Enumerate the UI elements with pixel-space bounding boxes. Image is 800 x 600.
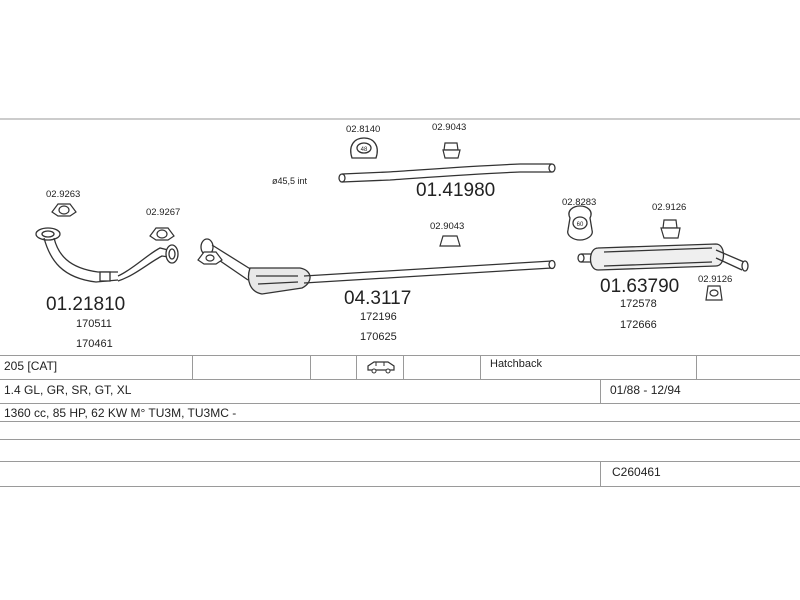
part-label-02-9267: 02.9267 [146, 207, 180, 218]
part-label-02-8140: 02.8140 [346, 124, 380, 135]
part-label-04-3117: 04.3117 [344, 288, 411, 309]
part-label-01-41980: 01.41980 [416, 180, 495, 201]
part-label-172578: 172578 [620, 298, 657, 310]
table-row: C260461 [0, 461, 800, 487]
part-label-02-9263: 02.9263 [46, 189, 80, 200]
hanger-02-9126-top [660, 219, 681, 239]
table-row [0, 421, 800, 440]
hanger-02-9043-mid [439, 235, 461, 247]
table-row: 1360 cc, 85 HP, 62 KW M° TU3M, TU3MC - [0, 403, 800, 422]
part-label-172666: 172666 [620, 319, 657, 331]
part-label-170511: 170511 [76, 318, 112, 330]
car-icon [366, 360, 396, 377]
part-label-02-9043-top: 02.9043 [432, 122, 466, 133]
part-label-02-9126-top: 02.9126 [652, 202, 686, 213]
part-label-170461: 170461 [76, 338, 113, 350]
part-label-02-9126-bottom: 02.9126 [698, 274, 732, 285]
clamp-02-8283 [567, 205, 593, 241]
mounting-rubber-02-8140 [350, 137, 378, 159]
part-label-01-63790: 01.63790 [600, 276, 679, 297]
versions-cell: 1.4 GL, GR, SR, GT, XL [4, 383, 132, 397]
table-row: 205 [CAT] Hatchback [0, 355, 800, 380]
engine-cell: 1360 cc, 85 HP, 62 KW M° TU3M, TU3MC - [4, 406, 237, 420]
part-label-172196: 172196 [360, 311, 397, 323]
table-row: 1.4 GL, GR, SR, GT, XL 01/88 - 12/94 [0, 379, 800, 404]
table-row [0, 439, 800, 462]
rear-silencer-01-63790 [577, 243, 749, 272]
front-pipe-01-21810 [35, 227, 179, 283]
flange-gasket [197, 251, 223, 265]
gasket-02-9263 [51, 203, 77, 217]
part-label-02-9043-mid: 02.9043 [430, 221, 464, 232]
part-label-01-21810: 01.21810 [46, 294, 125, 315]
intermediate-pipe-01-41980 [338, 163, 556, 183]
part-label-02-8283: 02.8283 [562, 197, 596, 208]
body-type-cell: Hatchback [490, 358, 542, 370]
hanger-02-9043-top [442, 142, 461, 159]
years-cell: 01/88 - 12/94 [610, 383, 681, 397]
catalytic-converter-04-3117 [200, 238, 556, 295]
model-cell: 205 [CAT] [4, 359, 58, 373]
code-cell: C260461 [612, 465, 661, 479]
badge-48: 48 [361, 147, 368, 153]
gasket-02-9267 [149, 227, 175, 241]
hanger-02-9126-bottom [705, 285, 723, 301]
badge-60: 60 [577, 222, 584, 228]
diameter-label: ø45,5 int [272, 176, 308, 186]
part-label-170625: 170625 [360, 331, 397, 343]
